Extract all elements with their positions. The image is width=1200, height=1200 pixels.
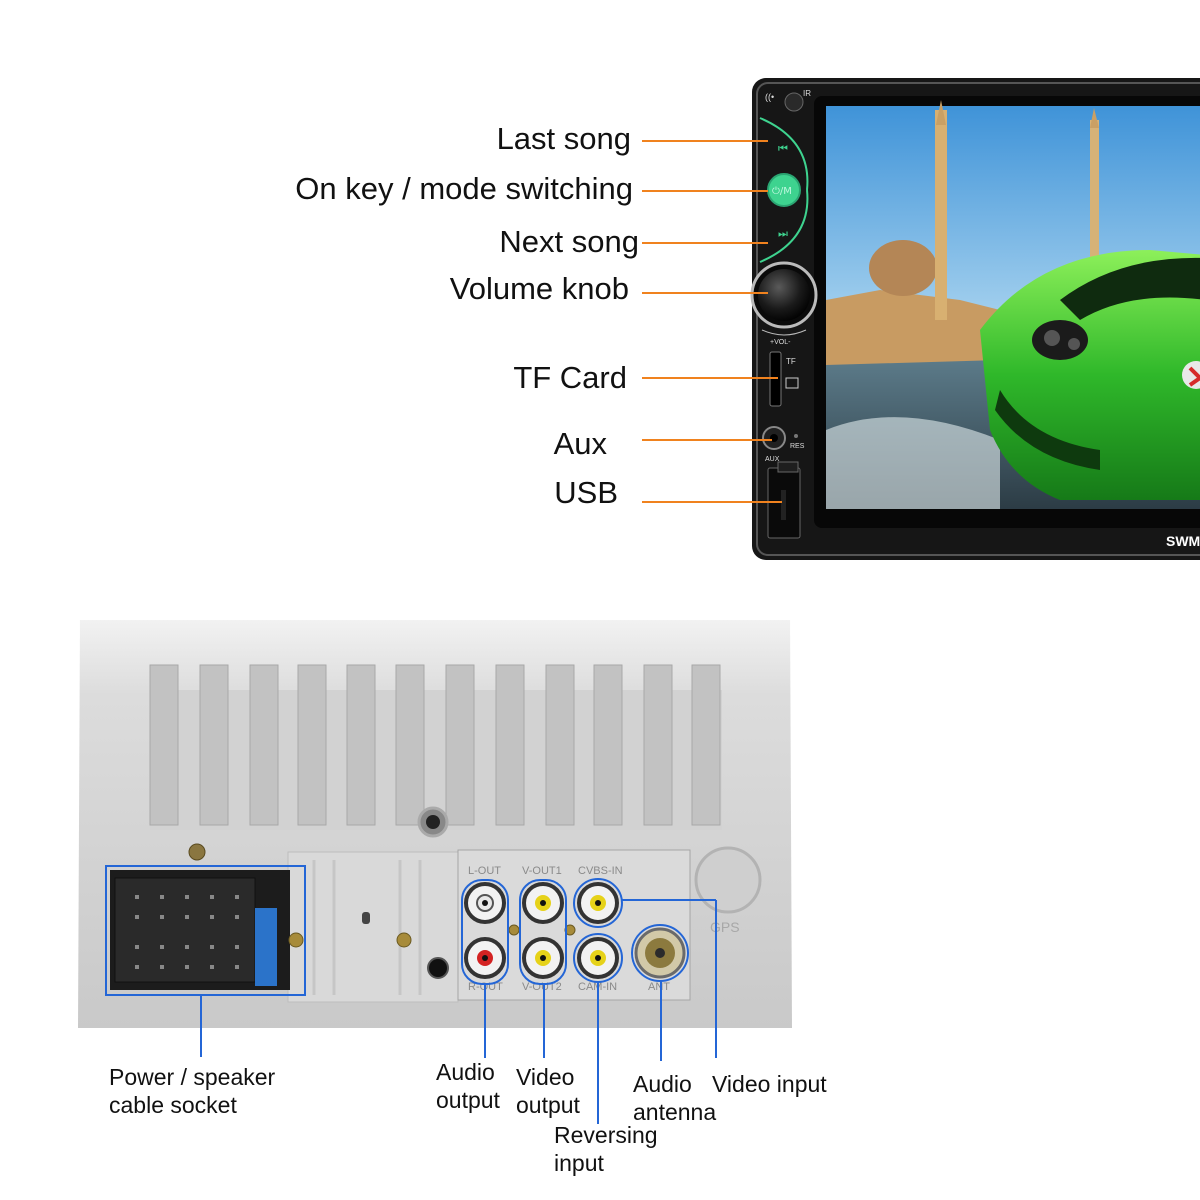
screen-car — [980, 250, 1200, 500]
label-on-key: On key / mode switching — [295, 171, 633, 206]
leader-usb — [642, 501, 782, 503]
label-reversing-input-line2: input — [554, 1150, 604, 1176]
label-power-speaker-line1: Power / speaker — [109, 1064, 276, 1090]
label-reversing-input: Reversing input — [554, 1121, 658, 1177]
cvbs-in-mark: CVBS-IN — [578, 865, 623, 877]
brand-mark: SWM — [1166, 533, 1200, 549]
leader-video-input — [715, 900, 717, 1058]
screw-icon — [188, 843, 206, 861]
label-aux: Aux — [553, 426, 607, 461]
res-mark: RES — [790, 443, 805, 450]
v-out1-mark: V-OUT1 — [522, 865, 562, 877]
power-mode-mark: ⏻/M — [772, 186, 792, 197]
aux-mark: AUX — [765, 456, 780, 463]
cvbs-in-jack[interactable] — [577, 882, 619, 924]
cam-in-jack[interactable] — [577, 937, 619, 979]
video-out2-jack[interactable] — [522, 937, 564, 979]
mic-icon: ((• — [765, 92, 774, 102]
leader-audio-output — [484, 984, 486, 1058]
leader-audio-antenna — [660, 981, 662, 1061]
antenna-jack[interactable] — [634, 927, 686, 979]
prev-track-button[interactable]: ⏮ — [778, 142, 788, 155]
label-audio-output-line1: Audio — [436, 1059, 495, 1085]
aux-jack[interactable] — [762, 426, 786, 450]
head-unit-front: SWM IR ((• ⏮ ⏻/M ⏭ +VOL- TF — [750, 78, 1200, 560]
label-video-output-line1: Video — [516, 1064, 575, 1090]
highlight-box — [105, 865, 306, 996]
ir-sensor — [784, 92, 804, 112]
vol-mark: +VOL- — [770, 339, 791, 346]
tf-mark: TF — [786, 357, 796, 366]
usb-port[interactable] — [767, 461, 801, 539]
head-unit-rear: L-OUT V-OUT1 CVBS-IN R-OUT V-OUT2 CAM-IN… — [78, 612, 792, 1028]
next-track-icon: ⏭ — [778, 227, 788, 240]
l-out-mark: L-OUT — [468, 865, 501, 877]
screw-icon — [396, 932, 412, 948]
label-audio-antenna-line1: Audio — [633, 1071, 692, 1097]
v-out2-mark: V-OUT2 — [522, 981, 562, 993]
cooling-fins — [149, 664, 721, 826]
label-audio-output: Audio output — [436, 1058, 500, 1114]
gps-port[interactable] — [694, 846, 762, 914]
label-reversing-input-line1: Reversing — [554, 1122, 658, 1148]
label-video-output: Video output — [516, 1063, 580, 1119]
label-usb: USB — [554, 475, 618, 510]
label-video-input: Video input — [712, 1071, 827, 1097]
next-track-button[interactable]: ⏭ — [778, 227, 788, 240]
sd-card-icon — [785, 377, 799, 389]
label-power-speaker: Power / speaker cable socket — [109, 1063, 275, 1119]
label-power-speaker-line2: cable socket — [109, 1092, 237, 1118]
leader-tf-card — [642, 377, 778, 379]
reset-button[interactable] — [794, 434, 798, 438]
leader-last-song — [642, 140, 768, 142]
power-speaker-socket[interactable] — [110, 870, 304, 990]
audio-out-left-jack[interactable] — [464, 882, 506, 924]
label-tf-card: TF Card — [513, 360, 627, 395]
volume-knob[interactable] — [750, 261, 818, 329]
small-jack — [427, 957, 449, 979]
label-audio-antenna-line2: antenna — [633, 1099, 717, 1125]
leader-aux — [642, 439, 772, 441]
leader-volume-knob — [642, 292, 768, 294]
leader-power-socket — [200, 995, 202, 1057]
prev-track-icon: ⏮ — [778, 142, 788, 155]
label-video-output-line2: output — [516, 1092, 580, 1118]
leader-next-song — [642, 242, 768, 244]
ir-mark: IR — [803, 89, 811, 98]
audio-out-right-jack[interactable] — [464, 937, 506, 979]
label-last-song: Last song — [496, 121, 631, 156]
label-audio-output-line2: output — [436, 1087, 500, 1113]
label-audio-antenna: Audio antenna — [633, 1070, 716, 1126]
label-volume-knob: Volume knob — [449, 271, 629, 306]
leader-reversing-input — [597, 982, 599, 1124]
video-out1-jack[interactable] — [522, 882, 564, 924]
tf-card-slot[interactable] — [769, 351, 782, 407]
label-next-song: Next song — [499, 224, 639, 259]
power-mode-button[interactable]: ⏻/M — [767, 173, 801, 207]
gps-mark: GPS — [710, 919, 740, 935]
leader-on-key — [642, 190, 768, 192]
ant-mark: ANT — [648, 981, 670, 993]
leader-video-output — [543, 984, 545, 1058]
